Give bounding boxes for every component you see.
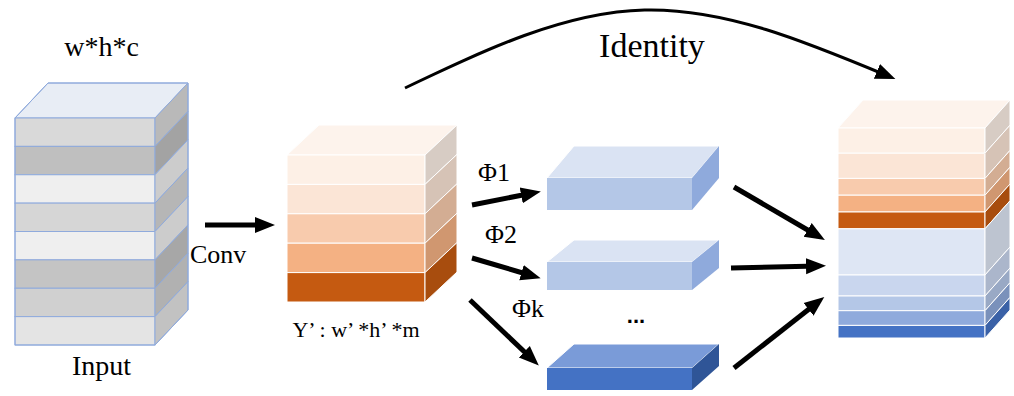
block-front-layer (838, 212, 985, 229)
shortcut-label: Identity (599, 26, 705, 65)
block-side-layer (155, 282, 188, 345)
block-side-layer (692, 146, 719, 210)
block-front-layer (287, 184, 425, 213)
block-front-layer (15, 175, 155, 203)
cheap-op-arrow (472, 258, 533, 276)
tensor-block (287, 125, 457, 302)
block-side-layer (425, 243, 457, 302)
block-name: Input (72, 350, 131, 382)
tensor-block (547, 344, 719, 390)
block-front-layer (15, 146, 155, 174)
block-front-layer (15, 317, 155, 345)
block-side-layer (692, 240, 719, 290)
block-front-layer (838, 178, 985, 195)
tensor-block (547, 240, 719, 290)
block-front-layer (838, 311, 985, 326)
block-front-layer (838, 229, 985, 275)
conv-arrow (205, 223, 267, 228)
block-side-layer (985, 297, 1010, 338)
block-front-layer (547, 368, 692, 390)
tensor-block (838, 100, 1010, 338)
block-front-layer (547, 178, 692, 210)
block-front-layer (15, 118, 155, 146)
block-front-layer (15, 203, 155, 231)
identity-arrow (405, 10, 888, 88)
block-front-layer (838, 128, 985, 153)
ghost-feature-map (547, 240, 719, 290)
block-front-layer (287, 243, 425, 272)
block-front-layer (287, 273, 425, 302)
block-outline (15, 83, 188, 345)
block-front-layer (287, 214, 425, 243)
concat-arrow (734, 187, 818, 236)
block-top-face (547, 344, 719, 368)
block-front-layer (838, 275, 985, 296)
dimension-label: Y’ : w’ *h’ *m (292, 317, 419, 342)
tensor-block (547, 146, 719, 210)
block-top-face (838, 100, 1010, 128)
block-front-layer (838, 153, 985, 178)
block-top-face (547, 240, 719, 262)
operation-label: Conv (190, 240, 246, 270)
block-front-layer (838, 195, 985, 212)
block-front-layer (15, 288, 155, 316)
block-front-layer (838, 325, 985, 338)
operation-label: Φk (512, 294, 544, 324)
block-front-layer (838, 296, 985, 311)
operation-label: Φ2 (485, 220, 517, 250)
tensor-block (15, 83, 188, 345)
concat-arrow (731, 266, 818, 268)
input-tensor: w*h*cInput (15, 83, 188, 345)
dimension-label: w*h*c (64, 31, 139, 63)
block-front-layer (15, 260, 155, 288)
block-front-layer (287, 155, 425, 184)
operation-label: Φ1 (478, 158, 510, 188)
ghost-feature-map (547, 344, 719, 390)
cheap-op-arrow (472, 193, 533, 205)
ellipsis: ... (627, 303, 645, 328)
intrinsic-feature-maps: Y’ : w’ *h’ *m (287, 125, 457, 302)
concat-arrow (734, 302, 818, 368)
block-front-layer (547, 262, 692, 290)
block-front-layer (15, 232, 155, 260)
block-side-layer (692, 344, 719, 390)
output-feature-maps (838, 100, 1010, 338)
block-top-face (547, 146, 719, 178)
ghost-feature-map (547, 146, 719, 210)
